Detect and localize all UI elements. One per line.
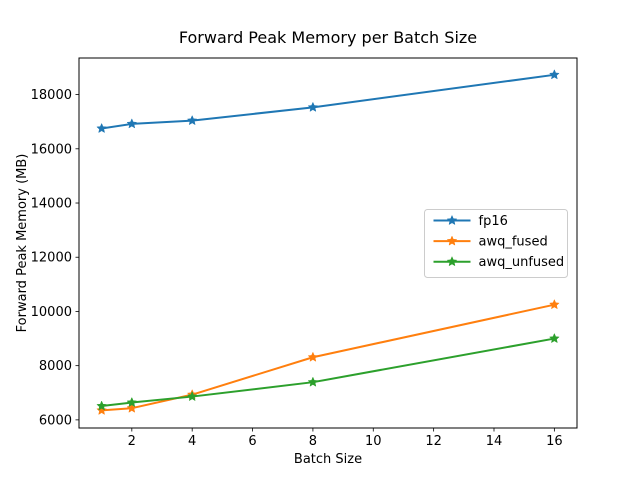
awq_fused-marker (549, 299, 560, 310)
chart-series (96, 69, 560, 415)
y-tick-label: 18000 (31, 88, 72, 103)
awq_unfused-marker (307, 376, 319, 387)
x-tick-label: 8 (309, 434, 317, 449)
legend-label-awq_unfused: awq_unfused (479, 255, 565, 270)
y-tick-label: 14000 (31, 197, 72, 212)
y-tick-label: 12000 (31, 251, 72, 266)
fp16-marker (96, 122, 107, 134)
x-tick-label: 6 (248, 434, 256, 449)
awq_unfused-marker (186, 390, 198, 402)
awq_fused-marker (96, 404, 107, 415)
awq_fused-marker (307, 351, 319, 362)
awq_unfused-marker (549, 332, 560, 344)
x-tick-label: 12 (425, 434, 442, 449)
legend-label-fp16: fp16 (479, 214, 508, 229)
fp16-marker (307, 101, 319, 112)
fp16-marker (126, 118, 138, 129)
chart-title: Forward Peak Memory per Batch Size (179, 28, 477, 47)
x-axis-label: Batch Size (294, 452, 362, 467)
legend-box (424, 209, 568, 278)
y-tick-label: 6000 (39, 413, 72, 428)
awq_unfused-marker (126, 396, 138, 408)
x-tick-label: 14 (486, 434, 503, 449)
y-tick-label: 16000 (31, 142, 72, 157)
awq_fused-marker (126, 402, 138, 413)
legend-label-awq_fused: awq_fused (479, 235, 548, 250)
y-tick-label: 8000 (39, 359, 72, 374)
x-tick-label: 4 (188, 434, 196, 449)
legend-marker-sample (446, 214, 458, 226)
fp16-marker (549, 69, 560, 80)
awq_unfused-marker (96, 400, 107, 411)
fp16-marker (186, 114, 198, 126)
x-tick-label: 16 (546, 434, 563, 449)
legend-marker-sample (446, 235, 458, 246)
y-tick-label: 10000 (31, 305, 72, 320)
x-tick-label: 2 (128, 434, 136, 449)
y-axis-label: Forward Peak Memory (MB) (15, 154, 30, 333)
axis-ticks: 2 4 6 8 10 12 14 16 6000 8000 10000 12000 14000 16000… (31, 88, 563, 449)
legend: fp16 awq_fused awq_unfused (424, 209, 568, 278)
legend-marker-sample (446, 256, 458, 267)
x-tick-label: 10 (365, 434, 382, 449)
